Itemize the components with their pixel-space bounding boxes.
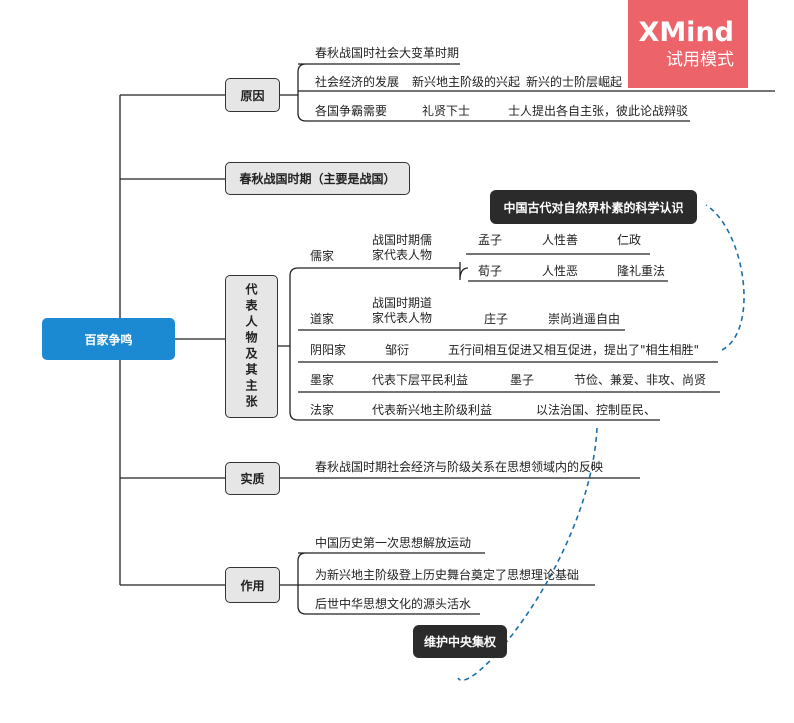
watermark-mode: 试用模式 [666, 50, 734, 70]
callout-centralization[interactable]: 维护中央集权 [413, 625, 507, 658]
mo-person[interactable]: 墨子 [510, 373, 535, 387]
topic-period[interactable]: 春秋战国时期（主要是战国） [225, 162, 410, 195]
school-ru[interactable]: 儒家 [310, 249, 335, 263]
fa-desc[interactable]: 代表新兴地主阶级利益 [372, 403, 493, 417]
topic-figures[interactable]: 代表人物及其主张 [225, 275, 278, 418]
school-fa[interactable]: 法家 [310, 403, 335, 417]
yinyang-person[interactable]: 邹衍 [385, 343, 410, 357]
cause-item[interactable]: 士人提出各自主张，彼此论战辩驳 [508, 104, 689, 118]
essence-text[interactable]: 春秋战国时期社会经济与阶级关系在思想领域内的反映 [315, 460, 604, 474]
watermark-brand: XMind [638, 17, 735, 48]
xmind-watermark: XMind 试用模式 [628, 0, 748, 88]
ru-desc[interactable]: 战国时期儒家代表人物 [372, 233, 433, 262]
cause-item[interactable]: 礼贤下士 [422, 104, 471, 118]
effect-item[interactable]: 后世中华思想文化的源头活水 [315, 597, 472, 611]
cause-item[interactable]: 各国争霸需要 [315, 104, 388, 118]
cause-item[interactable]: 新兴地主阶级的兴起 [412, 75, 521, 89]
ru-policy[interactable]: 仁政 [617, 233, 642, 247]
cause-item[interactable]: 春秋战国时社会大变革时期 [315, 46, 460, 60]
cause-item[interactable]: 社会经济的发展 [315, 75, 400, 89]
dao-person[interactable]: 庄子 [484, 312, 509, 326]
ru-idea[interactable]: 人性恶 [542, 264, 579, 278]
school-dao[interactable]: 道家 [310, 312, 335, 326]
effect-item[interactable]: 为新兴地主阶级登上历史舞台奠定了思想理论基础 [315, 568, 580, 582]
ru-idea[interactable]: 人性善 [542, 233, 579, 247]
dao-desc[interactable]: 战国时期道家代表人物 [372, 296, 433, 325]
mo-desc[interactable]: 代表下层平民利益 [372, 373, 469, 387]
ru-policy[interactable]: 隆礼重法 [617, 264, 666, 278]
relation-arrow-centralization [457, 427, 598, 681]
dao-idea[interactable]: 崇尚逍遥自由 [548, 312, 621, 326]
ru-person[interactable]: 荀子 [478, 264, 503, 278]
callout-science[interactable]: 中国古代对自然界朴素的科学认识 [490, 190, 697, 224]
fa-idea[interactable]: 以法治国、控制臣民、 [536, 403, 657, 417]
ru-person[interactable]: 孟子 [478, 233, 503, 247]
mo-idea[interactable]: 节俭、兼爱、非攻、尚贤 [574, 373, 707, 387]
yinyang-idea[interactable]: 五行间相互促进又相互促进，提出了"相生相胜" [448, 343, 700, 357]
topic-effect[interactable]: 作用 [225, 567, 280, 603]
relation-arrow-science [705, 204, 745, 351]
school-mo[interactable]: 墨家 [310, 373, 335, 387]
cause-item[interactable]: 新兴的士阶层崛起 [526, 75, 623, 89]
school-yinyang[interactable]: 阴阳家 [310, 343, 347, 357]
topic-essence[interactable]: 实质 [225, 462, 280, 495]
effect-item[interactable]: 中国历史第一次思想解放运动 [315, 536, 472, 550]
root-topic[interactable]: 百家争鸣 [42, 318, 175, 360]
topic-cause[interactable]: 原因 [225, 78, 280, 112]
